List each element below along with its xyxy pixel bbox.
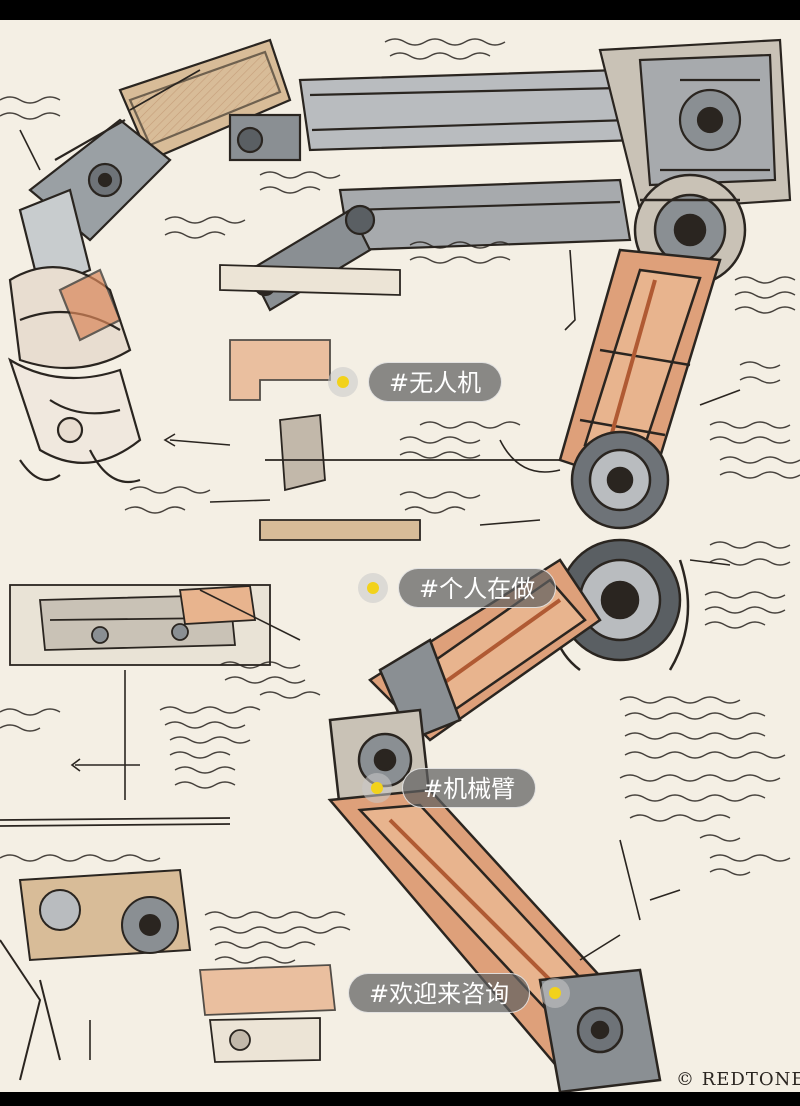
bottom-left-gear-sketch <box>0 868 192 1081</box>
elbow-joint-upper <box>570 430 670 530</box>
copyright-watermark: © REDTONE <box>676 1069 800 1090</box>
tag-consult[interactable]: #欢迎来咨询 <box>348 973 571 1013</box>
tag-drone[interactable]: #无人机 <box>328 362 503 402</box>
middle-diagonal-boom <box>248 178 632 312</box>
upper-left-arm-segment <box>8 38 292 484</box>
top-horizontal-boom <box>228 38 792 212</box>
tag-dot <box>367 582 379 594</box>
tag-solo[interactable]: #个人在做 <box>358 568 557 608</box>
handwritten-scribbles <box>0 38 800 964</box>
tag-label: #机械臂 <box>402 768 537 808</box>
elbow-joint-lower <box>552 538 690 671</box>
tag-label: #个人在做 <box>398 568 557 608</box>
tag-dot <box>371 782 383 794</box>
left-mechanism-panel <box>0 584 271 827</box>
annotation-arrows <box>19 69 741 1060</box>
robot-arm-sketch-illustration <box>0 38 800 1092</box>
tag-robot-arm[interactable]: #机械臂 <box>362 768 537 808</box>
tag-dot-ring <box>540 978 571 1008</box>
tag-label: #欢迎来咨询 <box>348 973 531 1013</box>
tag-label: #无人机 <box>368 362 503 402</box>
tag-dot-ring <box>358 573 388 603</box>
top-black-bar <box>0 0 800 20</box>
tag-dot-ring <box>362 773 392 803</box>
bottom-black-bar <box>0 1092 800 1106</box>
tag-dot-ring <box>328 367 358 397</box>
tag-dot <box>337 376 349 388</box>
tag-dot <box>549 987 562 999</box>
sketch-canvas: #无人机 #个人在做 #机械臂 #欢迎来咨询 © REDTONE <box>0 20 800 1092</box>
mid-left-bracket-sketch <box>219 264 560 541</box>
bottom-center-bracket-sketch <box>198 964 337 1063</box>
